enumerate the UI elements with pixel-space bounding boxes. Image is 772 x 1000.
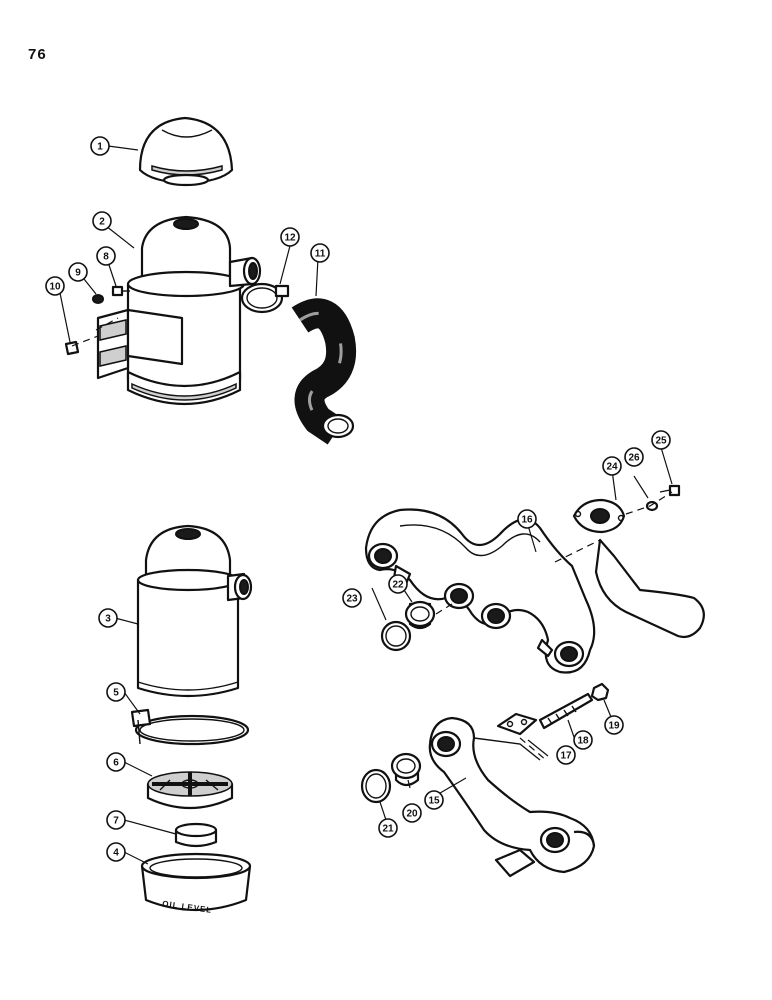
svg-text:7: 7 bbox=[113, 816, 119, 827]
manifold-gasket bbox=[360, 768, 392, 804]
svg-text:24: 24 bbox=[606, 462, 618, 473]
manifold-gasket-ring bbox=[390, 752, 422, 787]
stud-nut bbox=[590, 682, 610, 702]
air-cleaner-body-assembly bbox=[136, 524, 253, 698]
svg-text:22: 22 bbox=[392, 580, 404, 591]
callout-3: 3 bbox=[98, 608, 118, 628]
callout-20: 20 bbox=[402, 803, 422, 823]
gasket-ring bbox=[404, 600, 436, 630]
air-cleaner-body bbox=[96, 215, 262, 405]
svg-text:26: 26 bbox=[628, 453, 640, 464]
svg-text:2: 2 bbox=[99, 217, 105, 228]
bolt bbox=[111, 285, 130, 297]
svg-text:4: 4 bbox=[113, 848, 119, 859]
washer bbox=[92, 294, 104, 304]
callout-12: 12 bbox=[280, 227, 300, 247]
callout-26: 26 bbox=[624, 447, 644, 467]
callout-8: 8 bbox=[96, 246, 116, 266]
oil-cup: OIL LEVEL bbox=[140, 852, 252, 915]
svg-text:17: 17 bbox=[560, 751, 572, 762]
exhaust-manifold bbox=[428, 716, 596, 878]
callout-23: 23 bbox=[342, 588, 362, 608]
svg-text:12: 12 bbox=[284, 233, 296, 244]
callout-19: 19 bbox=[604, 715, 624, 735]
callout-5: 5 bbox=[106, 682, 126, 702]
callout-15: 15 bbox=[424, 790, 444, 810]
svg-text:8: 8 bbox=[103, 252, 109, 263]
callout-18: 18 bbox=[573, 730, 593, 750]
svg-text:10: 10 bbox=[49, 282, 61, 293]
callout-11: 11 bbox=[310, 243, 330, 263]
hose-clamp bbox=[240, 282, 290, 314]
filter-element bbox=[146, 771, 234, 810]
svg-text:25: 25 bbox=[655, 436, 667, 447]
callout-17: 17 bbox=[556, 745, 576, 765]
svg-text:9: 9 bbox=[75, 268, 81, 279]
callout-10: 10 bbox=[45, 276, 65, 296]
svg-text:5: 5 bbox=[113, 688, 119, 699]
intake-manifold bbox=[364, 508, 596, 674]
band-clamp bbox=[130, 708, 250, 746]
air-cleaner-cap bbox=[138, 116, 234, 187]
gasket bbox=[380, 620, 412, 652]
exhaust-pipe bbox=[572, 498, 705, 639]
air-hose bbox=[291, 298, 356, 445]
svg-text:3: 3 bbox=[105, 614, 111, 625]
callout-2: 2 bbox=[92, 211, 112, 231]
callout-22: 22 bbox=[388, 574, 408, 594]
svg-text:23: 23 bbox=[346, 594, 358, 605]
callout-4: 4 bbox=[106, 842, 126, 862]
svg-text:11: 11 bbox=[315, 249, 326, 260]
svg-text:6: 6 bbox=[113, 758, 119, 769]
svg-text:16: 16 bbox=[521, 515, 533, 526]
svg-text:21: 21 bbox=[382, 824, 394, 835]
callout-16: 16 bbox=[517, 509, 537, 529]
svg-text:15: 15 bbox=[428, 796, 440, 807]
svg-text:20: 20 bbox=[406, 809, 418, 820]
oil-cup-ring bbox=[174, 822, 218, 848]
callout-24: 24 bbox=[602, 456, 622, 476]
callout-7: 7 bbox=[106, 810, 126, 830]
callout-9: 9 bbox=[68, 262, 88, 282]
callout-1: 1 bbox=[90, 136, 110, 156]
page-number: 76 bbox=[28, 46, 47, 63]
callout-25: 25 bbox=[651, 430, 671, 450]
assembly-lines bbox=[71, 317, 673, 761]
svg-text:19: 19 bbox=[608, 721, 620, 732]
stud bbox=[538, 692, 594, 730]
callout-6: 6 bbox=[106, 752, 126, 772]
clamp-plate bbox=[496, 712, 538, 736]
callout-21: 21 bbox=[378, 818, 398, 838]
svg-text:18: 18 bbox=[577, 736, 589, 747]
svg-text:1: 1 bbox=[97, 142, 103, 153]
lock-washer bbox=[645, 500, 659, 512]
pipe-bolt bbox=[659, 484, 681, 497]
